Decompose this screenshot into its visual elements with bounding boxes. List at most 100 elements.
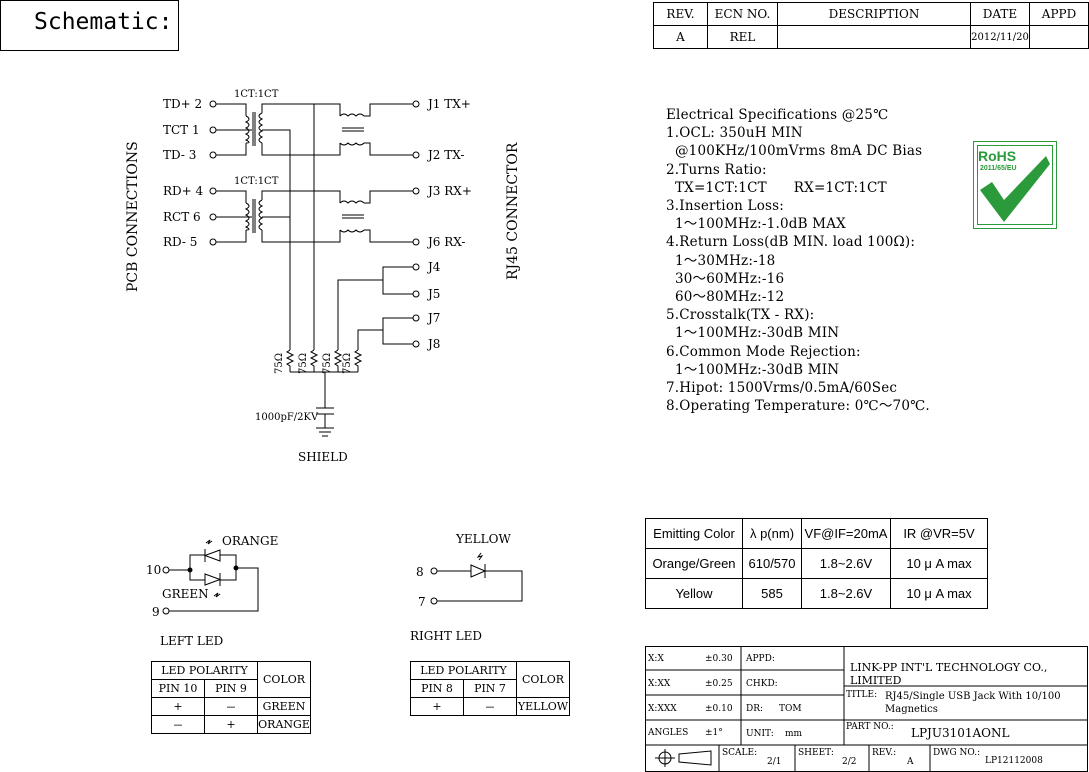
led-spec-cell: Yellow [645, 578, 743, 609]
pin-label-j2: J2 TX- [426, 148, 464, 162]
spec-line: 1～100MHz:-30dB MIN [666, 325, 840, 342]
capacitor-label: 1000pF/2KV [255, 412, 319, 423]
rj45-connector-label: RJ45 CONNECTOR [505, 142, 521, 280]
left-led-polarity-table: LED POLARITY COLOR PIN 10 PIN 9 + － GREE… [151, 661, 311, 734]
spec-line: 2.Turns Ratio: [666, 161, 767, 178]
page-title: Schematic: [34, 9, 173, 35]
title-value-line-2: Magnetics [885, 704, 938, 715]
unit-value: mm [785, 729, 803, 739]
pin-label-rct: RCT 6 [163, 210, 201, 224]
led-spec-cell: 585 [742, 578, 802, 609]
pin-col: PIN 8 [410, 679, 464, 698]
led-spec-cell: 1.8~2.6V [801, 548, 891, 579]
spec-line: 7.Hipot: 1500Vrms/0.5mA/60Sec [666, 380, 898, 397]
pin-circle [209, 213, 217, 221]
tol-label: X:X [648, 654, 664, 664]
polarity-cell: － [151, 715, 205, 734]
ratio-bottom: 1CT:1CT [234, 176, 279, 187]
led-spec-cell: 10 μ A max [890, 548, 988, 579]
color-header: COLOR [257, 661, 311, 698]
dwg-label: DWG NO.: [933, 748, 981, 758]
sheet-value: 2/2 [842, 757, 857, 767]
pin-label-j3: J3 RX+ [426, 184, 472, 198]
spec-line: 1～100MHz:-1.0dB MAX [666, 216, 846, 233]
ecn-value: REL [707, 25, 778, 49]
spec-line: 6.Common Mode Rejection: [666, 343, 861, 360]
tol-value: ±0.25 [705, 679, 733, 689]
appd-value [1029, 25, 1089, 49]
pin-circle [209, 238, 217, 246]
tol-label: ANGLES [648, 728, 689, 738]
spec-line: 60～80MHz:-12 [666, 289, 785, 306]
dr-value: TOM [779, 704, 802, 714]
led-spec-table: Emitting Color λ p(nm) VF@IF=20mA IR @VR… [645, 518, 988, 609]
resistor-label-2: 75Ω [298, 353, 309, 374]
tol-value: ±0.30 [705, 654, 733, 664]
right-led-pin-7: 7 [418, 595, 426, 609]
color-header: COLOR [516, 661, 570, 698]
right-led-polarity-table: LED POLARITY COLOR PIN 8 PIN 7 + － YELLO… [410, 661, 570, 716]
polarity-cell: － [204, 697, 258, 716]
left-led-pin-10: 10 [146, 563, 161, 577]
led-spec-header: IR @VR=5V [890, 518, 988, 549]
chkd-label: CHKD: [746, 679, 778, 689]
spec-line: TX=1CT:1CT RX=1CT:1CT [666, 179, 887, 196]
title-block: X:X ±0.30 X:XX ±0.25 X:XXX ±0.10 ANGLES … [645, 646, 1088, 772]
pin-label-j4: J4 [426, 260, 441, 274]
appd-label: APPD: [746, 654, 775, 664]
pin-circle [209, 187, 217, 195]
title-box: Schematic: [0, 0, 179, 51]
color-cell: ORANGE [257, 715, 311, 734]
right-led-pin-8: 8 [416, 565, 424, 579]
spec-line: 30～60MHz:-16 [666, 270, 785, 287]
company-name: LINK-PP INT'L TECHNOLOGY CO., LIMITED [850, 661, 1048, 687]
description-header: DESCRIPTION [777, 2, 971, 26]
pin-circle [209, 126, 217, 134]
led-spec-header: Emitting Color [645, 518, 743, 549]
spec-heading: Electrical Specifications @25℃ [666, 107, 889, 123]
led-spec-cell: 1.8~2.6V [801, 578, 891, 609]
pin-label-j1: J1 TX+ [426, 97, 471, 111]
rohs-text: RoHS [978, 148, 1017, 164]
pin-label-j8: J8 [426, 337, 440, 351]
spec-line: 1～100MHz:-30dB MIN [666, 361, 840, 378]
pin-label-rd-minus: RD- 5 [163, 235, 197, 249]
pin-label-td-plus: TD+ 2 [163, 97, 202, 111]
pin-label-j5: J5 [426, 287, 440, 301]
title-value-line-1: RJ45/Single USB Jack With 10/100 [885, 691, 1061, 702]
right-led-caption: RIGHT LED [410, 629, 482, 643]
spec-line: 5.Crosstalk(TX - RX): [666, 307, 815, 324]
resistor-label-1: 75Ω [274, 353, 285, 374]
title-label: TITLE: [846, 690, 878, 700]
tol-label: X:XXX [648, 704, 677, 714]
ratio-top: 1CT:1CT [234, 89, 279, 100]
pin-col: PIN 7 [463, 679, 517, 698]
rev-label: REV.: [872, 748, 897, 758]
appd-header: APPD [1029, 2, 1089, 26]
part-number: LPJU3101AONL [911, 726, 1010, 740]
tol-label: X:XX [648, 679, 671, 689]
scale-value: 2/1 [767, 757, 782, 767]
led-spec-cell: 10 μ A max [890, 578, 988, 609]
part-label: PART NO.: [846, 722, 894, 732]
yellow-label: YELLOW [455, 532, 511, 546]
pin-label-td-minus: TD- 3 [163, 148, 196, 162]
date-value: 2012/11/20 [970, 25, 1030, 49]
pin-label-j7: J7 [426, 311, 440, 325]
color-cell: YELLOW [516, 697, 570, 716]
dwg-value: LP12112008 [985, 756, 1043, 766]
pin-label-tct: TCT 1 [163, 123, 200, 137]
rev-value: A [653, 25, 708, 49]
rohs-sub: 2011/65/EU [980, 165, 1017, 172]
spec-line: 3.Insertion Loss: [666, 198, 785, 215]
shield-label: SHIELD [298, 450, 348, 464]
led-spec-header: λ p(nm) [742, 518, 802, 549]
pin-label-rd-plus: RD+ 4 [163, 184, 204, 198]
polarity-header: LED POLARITY [410, 661, 517, 680]
unit-label: UNIT: [746, 729, 774, 739]
dr-label: DR: [746, 704, 764, 714]
tol-value: ±0.10 [705, 704, 733, 714]
revision-table: REV. ECN NO. DESCRIPTION DATE APPD A REL… [653, 2, 1089, 49]
